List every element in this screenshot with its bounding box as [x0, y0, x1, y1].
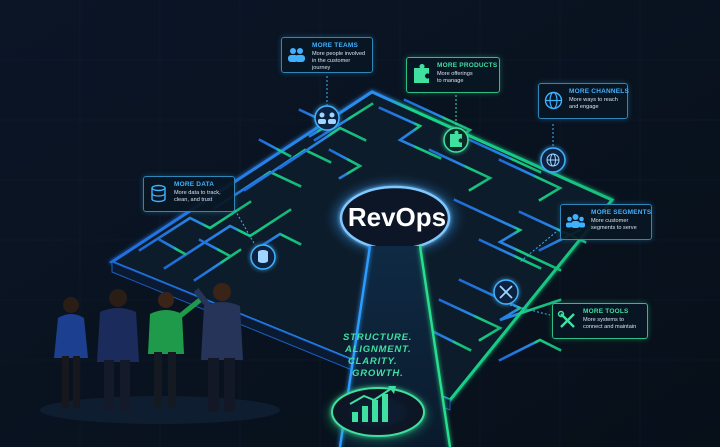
tagline-line: GROWTH.	[352, 368, 404, 379]
callout-description: More ways to reach and engage	[569, 97, 618, 110]
tagline-line: CLARITY.	[348, 356, 397, 367]
person-woman-left	[54, 297, 88, 408]
people-icon	[318, 112, 336, 124]
person-man-pointing	[193, 283, 243, 412]
callout-title: MORE TOOLS	[583, 308, 629, 315]
callout-description: More people involved in the customer jou…	[312, 51, 366, 71]
people-icon	[288, 48, 305, 62]
globe-icon	[544, 91, 563, 110]
callout-more-segments: MORE SEGMENTS More customer segments to …	[560, 204, 652, 240]
callout-more-products: MORE PRODUCTS More offerings to manage	[406, 57, 500, 93]
tools-icon	[499, 285, 513, 299]
waypoint-channels	[540, 124, 566, 173]
callout-title: MORE CHANNELS	[569, 88, 630, 95]
revops-logo: RevOps	[348, 202, 446, 232]
person-man-thinking	[97, 289, 139, 412]
callout-title: MORE SEGMENTS	[591, 209, 652, 216]
growth-badge	[328, 386, 428, 441]
people-silhouettes	[40, 283, 280, 424]
growth-chart-icon	[349, 386, 396, 422]
database-icon	[258, 250, 268, 263]
callout-title: MORE PRODUCTS	[437, 62, 498, 69]
tagline: STRUCTURE. ALIGNMENT. CLARITY. GROWTH.	[343, 332, 412, 379]
callout-description: More data to track, clean, and trust	[174, 190, 221, 203]
callout-description: More customer segments to serve	[591, 218, 637, 231]
waypoint-products	[443, 95, 469, 153]
person-woman-green	[148, 292, 202, 408]
tools-icon	[557, 310, 575, 328]
tagline-line: STRUCTURE.	[343, 332, 412, 343]
waypoints	[234, 76, 566, 316]
puzzle-icon	[414, 64, 429, 83]
waypoint-tools	[493, 279, 551, 316]
database-icon	[151, 184, 166, 203]
callout-description: More systems to connect and maintain	[583, 317, 637, 330]
callout-more-teams: MORE TEAMS More people involved in the c…	[281, 37, 373, 73]
tagline-line: ALIGNMENT.	[344, 344, 411, 355]
callout-more-data: MORE DATA More data to track, clean, and…	[143, 176, 235, 212]
callout-description: More offerings to manage	[437, 71, 473, 84]
people-icon	[566, 214, 585, 228]
puzzle-icon	[450, 130, 462, 147]
callout-title: MORE TEAMS	[312, 42, 359, 49]
globe-icon	[546, 153, 560, 167]
callout-more-channels: MORE CHANNELS More ways to reach and eng…	[538, 83, 630, 119]
waypoint-teams	[314, 76, 340, 131]
callout-more-tools: MORE TOOLS More systems to connect and m…	[552, 303, 648, 339]
callout-title: MORE DATA	[174, 181, 215, 188]
waypoint-data	[234, 209, 276, 270]
